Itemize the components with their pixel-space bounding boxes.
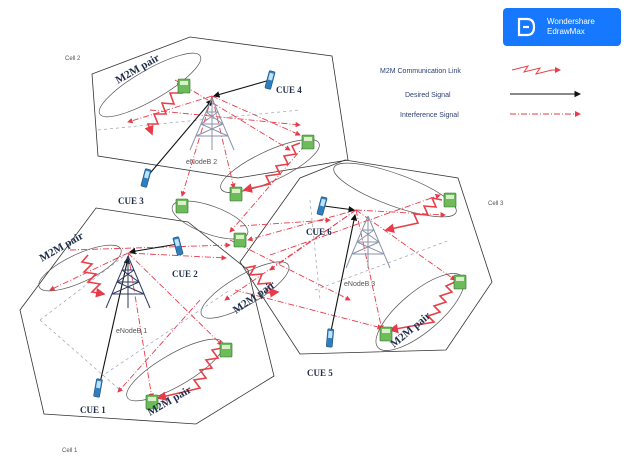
legend-m2m-link-swatch xyxy=(511,65,561,75)
cue-5-label: CUE 5 xyxy=(307,368,333,378)
legend-m2m-link-label: M2M Communication Link xyxy=(380,68,461,75)
cell-3-hexagon xyxy=(239,159,493,355)
enodeb-3-label: eNodeB 3 xyxy=(344,281,375,288)
cue-3-phone-icon xyxy=(140,168,152,188)
desired-signals xyxy=(99,79,358,384)
legend: M2M Communication Link Desired Signal In… xyxy=(380,65,582,119)
cell-1-label: Cell 1 xyxy=(62,448,78,454)
enodeb-2-label: eNodeB 2 xyxy=(186,159,217,166)
auxiliary-links xyxy=(39,109,451,391)
enodeb-2-tower xyxy=(189,97,235,151)
m2m-pair-label-cell3: M2M pair xyxy=(388,310,433,350)
cue-4-phone-icon xyxy=(264,70,276,90)
m2m-pair-label-cell1-top: M2M pair xyxy=(38,230,86,265)
cue-2-phone-icon xyxy=(172,236,184,256)
cue-5-phone-icon xyxy=(325,328,335,348)
cue-1-phone-icon xyxy=(92,378,104,398)
badge-brand-line: Wondershare xyxy=(547,17,595,26)
cell-2-label: Cell 2 xyxy=(65,56,81,62)
edrawmax-badge[interactable]: Wondershare EdrawMax xyxy=(503,8,621,46)
cue-1-label: CUE 1 xyxy=(80,405,106,415)
edrawmax-logo-icon xyxy=(517,17,536,37)
cell-2-hexagon xyxy=(91,36,349,179)
cell-3-label: Cell 3 xyxy=(488,201,504,207)
cue-4-label: CUE 4 xyxy=(276,85,302,95)
interference-signals xyxy=(49,79,456,399)
enodeb-1-label: eNodeB 1 xyxy=(116,328,147,335)
legend-desired-label: Desired Signal xyxy=(405,92,451,99)
cue-6-label: CUE 6 xyxy=(306,227,332,237)
cue-3-label: CUE 3 xyxy=(118,196,144,206)
cue-2-label: CUE 2 xyxy=(172,269,198,279)
enodeb-3-tower xyxy=(345,215,391,269)
badge-product-line: EdrawMax xyxy=(547,27,585,36)
legend-interference-label: Interference Signal xyxy=(400,112,459,119)
